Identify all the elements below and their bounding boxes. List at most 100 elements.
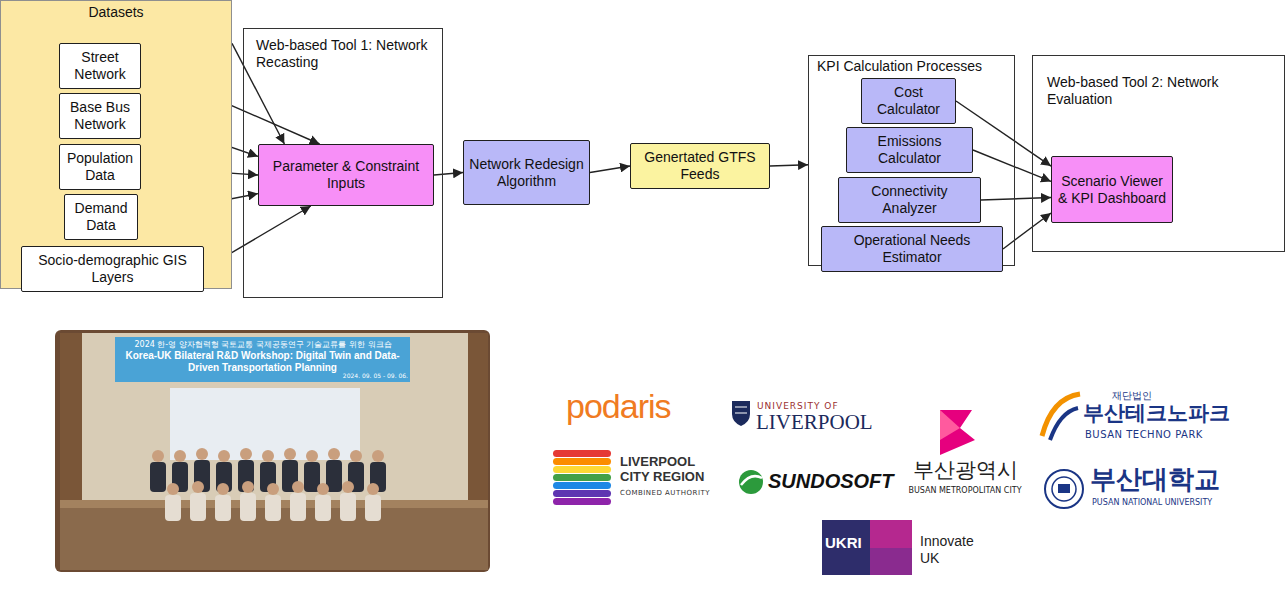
drawing-part [267,483,279,495]
group-title: KPI Calculation Processes [809,56,1009,75]
busan-city-mark [940,410,975,455]
drawing-part [1050,408,1078,440]
logo-text: UKRI [825,534,869,552]
drawing-part [1058,484,1070,493]
logo-text: 부산대학교 [1090,464,1240,495]
logo-text: SUNDOSOFT [768,469,898,493]
drawing-part [372,450,384,462]
drawing-part [218,450,230,462]
drawing-part [55,330,490,572]
drawing-part [741,476,762,485]
dataset-box: Socio-demographic GIS Layers [21,246,204,292]
drawing-part [240,493,256,521]
process-box: Cost Calculator [861,78,956,124]
box-label: Genertated GTFS Feeds [636,149,764,183]
drawing-part [1042,394,1080,436]
drawing-part [735,407,747,413]
drawing-part [553,450,611,457]
drawing-part [553,498,611,505]
drawing-part [292,481,304,493]
drawing-part [190,493,206,521]
process-box: Operational Needs Estimator [821,226,1003,272]
drawing-part [170,388,360,460]
drawing-part [167,483,179,495]
box-label: Cost Calculator [867,84,950,118]
tool-frame: Web-based Tool 2: Network EvaluationScen… [1032,55,1285,252]
drawing-part [290,493,306,521]
drawing-part [367,483,379,495]
group-title: Web-based Tool 2: Network Evaluation [1033,56,1233,108]
drawing-part [1045,470,1083,508]
drawing-part [152,448,384,495]
drawing-part [152,450,164,462]
tool-frame: Web-based Tool 1: Network RecastingParam… [243,28,443,298]
logo-text: COMBINED AUTHORITY [620,489,720,497]
logo-text: 재단법인 [1112,390,1172,402]
ukri-mark [822,520,912,575]
box-label: Demand Data [70,200,132,234]
drawing-part [306,450,318,462]
dataset-box: Base Bus Network [59,93,141,139]
banner-korean-title: 2024 한-영 양자협력형 국토교통 국제공동연구 기술교류를 위한 워크숍 [118,340,408,350]
drawing-part [150,462,166,492]
drawing-part [240,448,252,460]
dataset-box: Street Network [59,43,141,89]
banner-date: 2024. 09. 05 - 09. 06. [330,372,408,379]
drawing-part [192,481,204,493]
drawing-part [262,450,274,462]
drawing-part [215,495,231,521]
box-label: Network Redesign Algorithm [469,156,584,190]
input-box: Scenario Viewer & KPI Dashboard [1051,156,1173,223]
drawing-part [870,548,912,575]
drawing-part [822,520,870,575]
sundosoft-mark [739,470,763,494]
drawing-part [165,493,381,521]
drawing-part [732,401,750,426]
drawing-part [553,458,611,465]
box-label: Socio-demographic GIS Layers [27,252,198,286]
university-seal [1045,470,1083,508]
drawing-part [553,466,611,473]
drawing-part [265,495,281,521]
dataset-band: DatasetsStreet NetworkBase Bus NetworkPo… [0,0,232,289]
city-region-mark [553,450,611,505]
logo-text: 부산테크노파크 [1083,401,1243,426]
drawing-part [115,337,410,382]
drawing-part [196,448,208,460]
drawing-part [940,410,975,455]
tool-frame: KPI Calculation ProcessesCost Calculator… [808,55,1015,266]
box-label: Connectivity Analyzer [844,183,975,217]
drawing-part [350,450,362,462]
flow-arrow [434,173,463,176]
group-title: Web-based Tool 1: Network Recasting [244,29,429,71]
process-box: Network Redesign Algorithm [463,140,590,205]
flow-arrow [590,166,630,173]
drawing-part [553,474,611,481]
box-label: Parameter & Constraint Inputs [264,158,428,192]
box-label: Operational Needs Estimator [827,232,997,266]
logo-text: BUSAN TECHNO PARK [1085,429,1235,441]
drawing-part [1052,477,1076,501]
drawing-part [284,448,296,460]
logo-text: PUSAN NATIONAL UNIVERSITY [1092,498,1242,508]
logo-text: BUSAN METROPOLITAN CITY [904,486,1026,496]
logo-text: podaris [566,386,696,427]
drawing-part [315,495,331,521]
output-box: Genertated GTFS Feeds [630,143,770,189]
logo-text: 부산광역시 [906,458,1024,483]
drawing-part [165,495,181,521]
drawing-part [242,481,254,493]
liverpool-shield [732,401,750,426]
drawing-part [174,450,186,462]
drawing-part [553,482,611,489]
process-box: Connectivity Analyzer [838,177,981,223]
drawing-part [328,448,340,460]
flow-arrow [1003,213,1051,249]
process-box: Emissions Calculator [846,127,973,173]
drawing-part [553,490,611,497]
box-label: Emissions Calculator [852,133,967,167]
box-label: Scenario Viewer & KPI Dashboard [1057,173,1167,207]
drawing-part [217,483,229,495]
drawing-part [940,410,960,440]
